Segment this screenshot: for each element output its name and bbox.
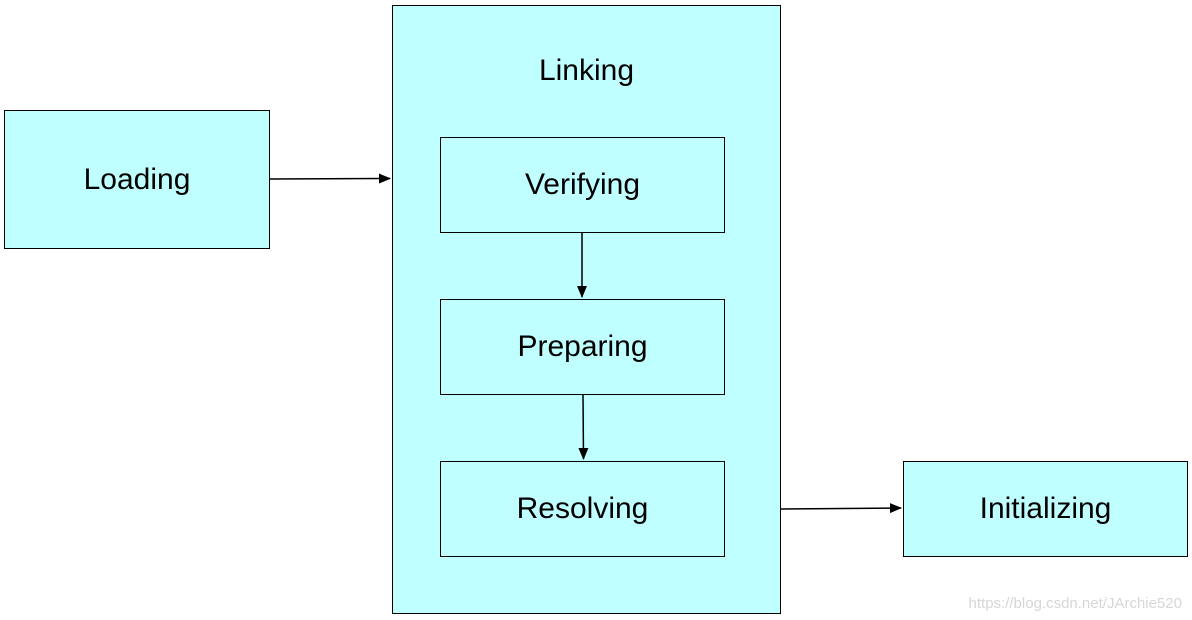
resolving-node: Resolving [440, 461, 725, 557]
loading-label: Loading [83, 162, 191, 196]
resolving-label: Resolving [516, 492, 649, 525]
preparing-node: Preparing [440, 299, 725, 395]
verifying-label: Verifying [524, 168, 641, 201]
initializing-node: Initializing [903, 461, 1188, 557]
preparing-label: Preparing [517, 330, 648, 363]
linking-label: Linking [538, 54, 635, 87]
loading-node: Loading [4, 110, 270, 249]
watermark-text: https://blog.csdn.net/JArchie520 [968, 595, 1182, 612]
edge-linking-to-initializing [780, 503, 902, 514]
edge-loading-to-linking [269, 173, 391, 184]
edge-preparing-to-resolving [578, 394, 589, 460]
initializing-label: Initializing [979, 492, 1112, 525]
verifying-node: Verifying [440, 137, 725, 233]
